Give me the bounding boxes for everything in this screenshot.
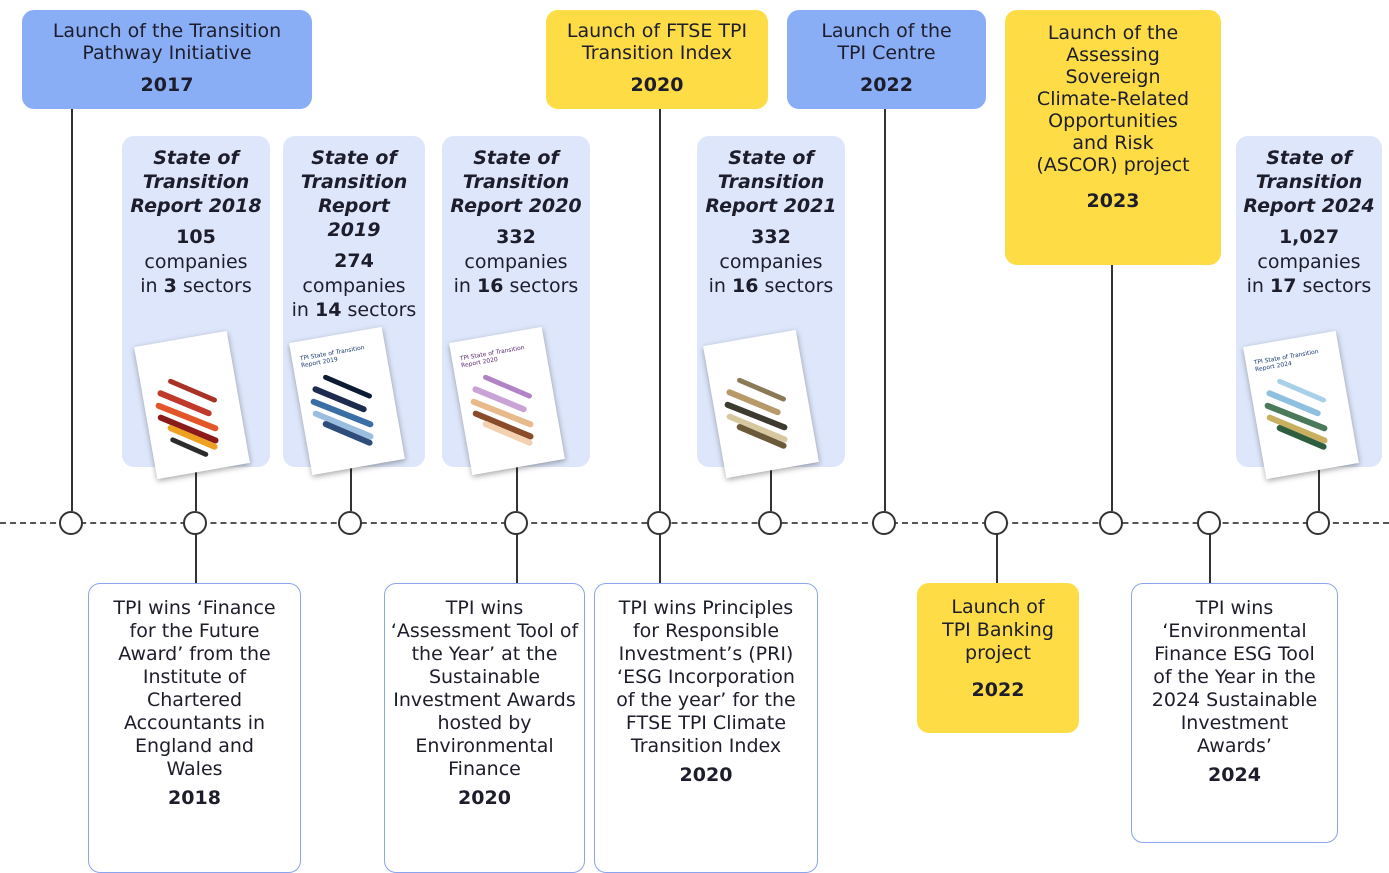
timeline-node xyxy=(338,511,362,535)
timeline-node xyxy=(1099,511,1123,535)
connector-ascor xyxy=(1111,264,1113,511)
milestone-tpi-launch: Launch of the Transition Pathway Initiat… xyxy=(22,10,312,109)
sectors-line: in 3 sectors xyxy=(140,275,252,297)
report-title: State of Transition Report 2024 xyxy=(1243,147,1375,217)
connector-award-2020 xyxy=(516,534,518,584)
company-count: 274 xyxy=(334,250,374,272)
milestone-title: Launch of the Assessing Sovereign Climat… xyxy=(1036,22,1190,176)
timeline-node xyxy=(59,511,83,535)
timeline-node xyxy=(647,511,671,535)
award-text: Launch of TPI Banking project xyxy=(942,596,1054,664)
report-cover-2024: TPI State of Transition Report 2024 xyxy=(1243,330,1359,480)
milestone-year: 2017 xyxy=(140,74,194,96)
timeline-node xyxy=(758,511,782,535)
award-text: TPI wins Principles for Responsible Inve… xyxy=(616,597,796,757)
companies-label: companies xyxy=(302,275,406,297)
award-card-2018: TPI wins ‘Finance for the Future Award’ … xyxy=(88,583,301,873)
award-year: 2020 xyxy=(458,787,511,809)
milestone-title: Launch of FTSE TPI Transition Index xyxy=(566,20,748,64)
award-card-2024: TPI wins ‘Environmental Finance ESG Tool… xyxy=(1131,583,1338,843)
timeline-node xyxy=(984,511,1008,535)
award-year: 2020 xyxy=(679,764,733,786)
award-text: TPI wins ‘Finance for the Future Award’ … xyxy=(113,597,276,780)
connector-report-2019 xyxy=(350,466,352,511)
report-title: State of Transition Report 2020 xyxy=(450,147,582,217)
sectors-line: in 16 sectors xyxy=(453,275,579,297)
milestone-title: Launch of the Transition Pathway Initiat… xyxy=(52,20,282,64)
milestone-title: Launch of the TPI Centre xyxy=(821,20,952,64)
company-count: 332 xyxy=(496,226,536,248)
connector-report-2020 xyxy=(516,466,518,511)
milestone-ascor: Launch of the Assessing Sovereign Climat… xyxy=(1005,10,1221,265)
report-title: State of Transition Report 2018 xyxy=(130,147,262,217)
milestone-banking-project: Launch of TPI Banking project 2022 xyxy=(917,583,1079,733)
sectors-line: in 16 sectors xyxy=(708,275,834,297)
connector-award-2018 xyxy=(195,534,197,584)
sectors-line: in 14 sectors xyxy=(291,299,417,321)
milestone-tpi-centre: Launch of the TPI Centre 2022 xyxy=(787,10,986,109)
timeline-node xyxy=(504,511,528,535)
connector-report-2018 xyxy=(195,470,197,511)
report-cover-2020: TPI State of Transition Report 2020 xyxy=(449,326,565,476)
connector-report-2024 xyxy=(1318,466,1320,511)
report-cover-2021 xyxy=(703,329,819,479)
companies-label: companies xyxy=(464,251,568,273)
company-count: 105 xyxy=(176,226,216,248)
companies-label: companies xyxy=(719,251,823,273)
companies-label: companies xyxy=(1257,251,1361,273)
connector-award-pri xyxy=(659,534,661,584)
award-card-pri: TPI wins Principles for Responsible Inve… xyxy=(594,583,818,873)
report-title: State of Transition Report 2021 xyxy=(705,147,837,217)
report-card-2020: State of Transition Report 2020 332 comp… xyxy=(442,136,590,467)
company-count: 1,027 xyxy=(1278,226,1340,248)
timeline-axis xyxy=(0,522,1389,524)
connector-banking xyxy=(996,534,998,584)
connector-report-2021 xyxy=(770,466,772,511)
timeline-node xyxy=(183,511,207,535)
milestone-year: 2022 xyxy=(860,74,913,96)
milestone-ftse-index: Launch of FTSE TPI Transition Index 2020 xyxy=(546,10,768,109)
report-cover-2019: TPI State of Transition Report 2019 xyxy=(289,326,405,476)
report-cover-2018 xyxy=(134,330,250,480)
award-text: TPI wins ‘Environmental Finance ESG Tool… xyxy=(1151,597,1318,757)
connector-2017 xyxy=(71,108,73,511)
award-year: 2022 xyxy=(971,679,1025,701)
award-year: 2024 xyxy=(1208,764,1261,786)
timeline-node xyxy=(1197,511,1221,535)
award-text: TPI wins ‘Assessment Tool of the Year’ a… xyxy=(390,597,579,780)
companies-label: companies xyxy=(144,251,248,273)
milestone-year: 2020 xyxy=(630,74,684,96)
timeline-node xyxy=(1306,511,1330,535)
report-title: State of Transition Report 2019 xyxy=(300,147,408,241)
connector-ftse-index xyxy=(659,108,661,511)
milestone-year: 2023 xyxy=(1086,190,1140,212)
connector-award-2024 xyxy=(1209,534,1211,584)
award-card-2020: TPI wins ‘Assessment Tool of the Year’ a… xyxy=(384,583,585,873)
connector-tpi-centre xyxy=(884,108,886,511)
sectors-line: in 17 sectors xyxy=(1246,275,1372,297)
award-year: 2018 xyxy=(168,787,221,809)
timeline-node xyxy=(872,511,896,535)
company-count: 332 xyxy=(751,226,791,248)
